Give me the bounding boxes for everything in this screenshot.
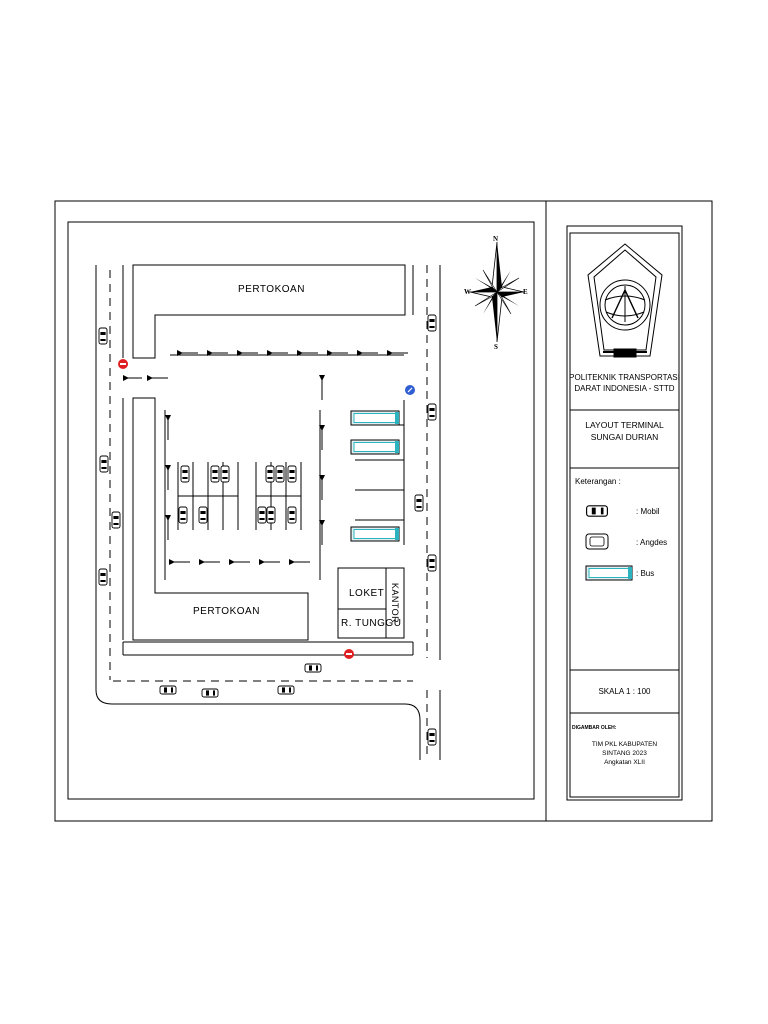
institution-line-1: POLITEKNIK TRANSPORTASI — [569, 373, 680, 382]
bus-parked-2 — [350, 439, 400, 455]
legend-car-icon — [585, 505, 609, 517]
legend-label-mobil: : Mobil — [636, 507, 660, 516]
drawn-by-line-2: SINTANG 2023 — [602, 750, 647, 757]
drawn-by: TIM PKL KABUPATEN SINTANG 2023 Angkatan … — [567, 740, 682, 767]
drawing-title-line-1: LAYOUT TERMINAL — [585, 420, 664, 430]
compass-rose-icon — [469, 241, 525, 343]
bus-parked-3 — [350, 526, 400, 542]
building-label-pertokoan-bottom: PERTOKOAN — [193, 606, 260, 617]
compass-north-label: N — [493, 235, 499, 243]
legend-label-angdes: : Angdes — [636, 538, 668, 547]
drawn-by-line-1: TIM PKL KABUPATEN — [591, 741, 658, 748]
building-label-ruang-tunggu: R. TUNGGU — [341, 618, 402, 629]
compass-east-label: E — [523, 288, 529, 296]
bus-parked-1 — [350, 410, 400, 426]
traffic-flow-arrows — [123, 350, 408, 565]
drawing-title-line-2: SUNGAI DURIAN — [590, 432, 659, 442]
legend-heading: Keterangan : — [575, 477, 621, 486]
compass-west-label: W — [464, 288, 472, 296]
building-label-kantor: KANTOR — [390, 582, 400, 624]
entry-sign-icon — [405, 385, 415, 395]
scale-label: SKALA 1 : 100 — [598, 687, 651, 696]
compass-south-label: S — [494, 343, 499, 351]
institution-line-2: DARAT INDONESIA - STTD — [574, 384, 675, 393]
drawn-by-heading: DIGAMBAR OLEH: — [572, 725, 617, 731]
no-entry-sign-icon — [344, 649, 354, 659]
drawn-by-line-3: Angkatan XLII — [604, 759, 645, 766]
legend-label-bus: : Bus — [636, 569, 655, 578]
building-label-pertokoan-top: PERTOKOAN — [238, 284, 305, 295]
no-entry-sign-icon — [118, 359, 128, 369]
legend-bus-icon — [585, 565, 633, 581]
institution-name: POLITEKNIK TRANSPORTASI DARAT INDONESIA … — [567, 372, 682, 394]
map-frame — [67, 221, 535, 800]
building-label-loket: LOKET — [349, 588, 385, 599]
outer-frame — [54, 200, 713, 822]
drawing-title: LAYOUT TERMINAL SUNGAI DURIAN — [567, 419, 682, 443]
title-block-frame — [566, 225, 683, 801]
sttd-emblem-icon — [587, 243, 663, 358]
legend-angdes-icon — [585, 533, 609, 550]
